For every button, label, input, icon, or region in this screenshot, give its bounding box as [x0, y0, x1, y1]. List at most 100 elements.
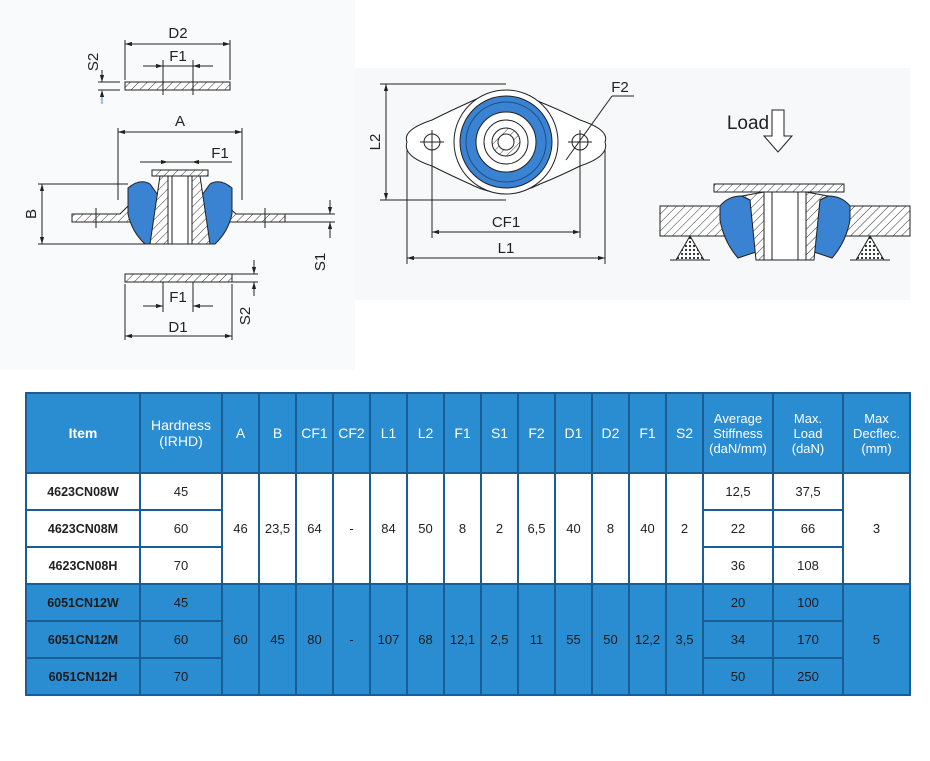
header-l1: L1: [369, 392, 408, 474]
cell-cf2: -: [332, 583, 371, 696]
cell-s1: 2,5: [480, 583, 519, 696]
cell-max-load: 37,5: [772, 472, 844, 511]
header-cf2-line: CF2: [338, 425, 365, 441]
table-row: 4623CN08M 60 22 66: [25, 509, 910, 548]
cell-stiffness: 20: [702, 583, 774, 622]
table-row: 6051CN12M 60 34 170: [25, 620, 910, 659]
cell-s2: 2: [665, 472, 704, 585]
cell-max-load: 66: [772, 509, 844, 548]
cell-stiffness: 12,5: [702, 472, 774, 511]
cell-hardness: 70: [139, 657, 223, 696]
header-s2: S2: [665, 392, 704, 474]
dim-f2-label: F2: [611, 79, 629, 96]
top-washer: [124, 81, 231, 91]
cell-d1: 40: [554, 472, 593, 585]
header-stiffness-line: Stiffness: [713, 425, 763, 441]
dim-f1-top-label: F1: [169, 48, 187, 65]
table-row: 4623CN08W 45 46 23,5 64 - 84 50 8 2 6,5 …: [25, 472, 911, 585]
header-max-load-line: (daN): [791, 440, 825, 456]
header-a-line: A: [235, 425, 246, 441]
cell-b: 45: [258, 583, 297, 696]
cell-l2: 50: [406, 472, 445, 585]
cell-f1: 8: [443, 472, 482, 585]
header-d2-line: D2: [601, 425, 620, 441]
header-stiffness-line: Average: [713, 410, 763, 426]
table-group-4623: 4623CN08W 45 46 23,5 64 - 84 50 8 2 6,5 …: [25, 472, 911, 585]
dim-b-label: B: [23, 209, 40, 219]
cell-item: 4623CN08M: [25, 509, 141, 548]
table-group-6051: 6051CN12W 45 60 45 80 - 107 68 12,1 2,5 …: [25, 583, 911, 696]
cell-l1: 84: [369, 472, 408, 585]
cell-d2: 8: [591, 472, 630, 585]
header-max-load-line: Max.: [793, 410, 823, 426]
load-label: Load: [727, 113, 769, 134]
cell-hardness: 60: [139, 620, 223, 659]
bottom-washer: [124, 273, 233, 283]
cell-max-load: 170: [772, 620, 844, 659]
header-d2: D2: [591, 392, 630, 474]
header-b: B: [258, 392, 297, 474]
dim-s2-top-label: S2: [85, 53, 102, 71]
cell-f2: 11: [517, 583, 556, 696]
header-b-line: B: [272, 425, 283, 441]
cell-stiffness: 34: [702, 620, 774, 659]
header-l2: L2: [406, 392, 445, 474]
top-view-drawing: [380, 83, 634, 264]
cell-item: 6051CN12W: [25, 583, 141, 622]
header-s1-line: S1: [490, 425, 509, 441]
cell-f1: 12,1: [443, 583, 482, 696]
header-cf2: CF2: [332, 392, 371, 474]
header-hardness: Hardness(IRHD): [139, 392, 223, 474]
dim-cf1-label: CF1: [492, 214, 520, 231]
cell-d1: 55: [554, 583, 593, 696]
header-f1b: F1: [628, 392, 667, 474]
cell-max-deflection: 3: [842, 472, 911, 585]
table-row: 6051CN12H 70 50 250: [25, 657, 910, 696]
cell-f1b: 12,2: [628, 583, 667, 696]
cell-l2: 68: [406, 583, 445, 696]
cell-f1b: 40: [628, 472, 667, 585]
header-f1: F1: [443, 392, 482, 474]
header-max-deflection-line: (mm): [861, 440, 892, 456]
dim-a-label: A: [175, 113, 185, 130]
header-s1: S1: [480, 392, 519, 474]
cell-s2: 3,5: [665, 583, 704, 696]
header-d1-line: D1: [564, 425, 583, 441]
cell-item: 4623CN08H: [25, 546, 141, 585]
cell-item: 4623CN08W: [25, 472, 141, 511]
cell-s1: 2: [480, 472, 519, 585]
cell-l1: 107: [369, 583, 408, 696]
dim-d1-label: D1: [168, 319, 187, 336]
header-l1-line: L1: [380, 425, 397, 441]
header-max-load-line: Load: [793, 425, 823, 441]
header-s2-line: S2: [675, 425, 694, 441]
top-view-labels: L2 F2 CF1 L1: [367, 79, 629, 257]
cell-d2: 50: [591, 583, 630, 696]
cell-a: 60: [221, 583, 260, 696]
cell-b: 23,5: [258, 472, 297, 585]
cell-f2: 6,5: [517, 472, 556, 585]
load-arrow-icon: [762, 109, 794, 153]
header-stiffness-line: (daN/mm): [709, 440, 767, 456]
header-cf1-line: CF1: [301, 425, 328, 441]
header-f1-line: F1: [454, 425, 471, 441]
table-row: 6051CN12W 45 60 45 80 - 107 68 12,1 2,5 …: [25, 583, 911, 696]
side-view-drawing: [38, 40, 335, 340]
header-hardness-line: Hardness: [151, 417, 211, 433]
cell-cf2: -: [332, 472, 371, 585]
side-view-labels: D2 F1 S2 A F1 B S1 F1 D1 S2: [23, 25, 329, 336]
header-f2: F2: [517, 392, 556, 474]
header-max-load: Max.Load(daN): [772, 392, 844, 474]
cell-hardness: 45: [139, 472, 223, 511]
header-a: A: [221, 392, 260, 474]
cell-cf1: 80: [295, 583, 334, 696]
table-row: 4623CN08H 70 36 108: [25, 546, 910, 585]
header-l2-line: L2: [417, 425, 434, 441]
load-view-drawing: [659, 109, 911, 261]
header-max-deflection-line: Decflec.: [853, 425, 900, 441]
header-cf1: CF1: [295, 392, 334, 474]
header-f1b-line: F1: [639, 425, 656, 441]
